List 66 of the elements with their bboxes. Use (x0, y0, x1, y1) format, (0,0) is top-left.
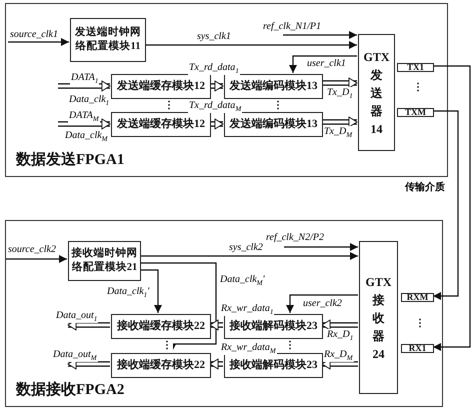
module-box: 发送端缓存模块12 (111, 112, 211, 137)
module-box: 发送端缓存模块12 (111, 74, 211, 99)
signal-label: Tx_D$_{M}$ (323, 126, 354, 140)
arrow (433, 65, 471, 351)
module-box: 接收端缓存模块22 (111, 353, 211, 378)
hollow-arrow (58, 118, 110, 130)
signal-label: Tx_rd_data$_{1}$ (188, 62, 240, 76)
arrow (283, 31, 357, 39)
port-box: TX1 (397, 63, 434, 72)
signal-label: ref_clk_N2/P2 (265, 232, 325, 244)
hollow-arrow (210, 320, 223, 330)
signal-label: Data_clk$_{1}$' (106, 286, 150, 300)
signal-label: Rx_wr_data$_{M}$ (220, 342, 277, 356)
signal-label: Tx_rd_data$_{M}$ (188, 100, 242, 114)
hollow-arrow (68, 358, 110, 370)
signal-label: ref_clk_N1/P1 (262, 21, 322, 32)
hollow-arrow (210, 118, 224, 130)
signal-label: Data_clk$_{M}$ (64, 130, 108, 144)
signal-label: Data_clk$_{1}$ (68, 94, 110, 108)
signal-label: Data_clk$_{M}$' (219, 274, 266, 288)
module-box: 发送端编码模块13 (224, 74, 323, 99)
signal-label: DATA$_{M}$ (68, 110, 100, 124)
port-box: TXM (397, 108, 434, 117)
arrow (289, 55, 357, 73)
module-box: 发送端编码模块13 (224, 112, 323, 137)
arrow (8, 38, 69, 46)
module-box: 接收端解码模块23 (224, 314, 323, 339)
arrow (145, 41, 357, 49)
hollow-arrow (322, 78, 358, 88)
arrow (6, 255, 67, 263)
signal-label: Data_out$_{1}$ (55, 310, 98, 324)
port-box: RX1 (401, 344, 434, 353)
hollow-arrow (322, 358, 358, 370)
signal-label: source_clk2 (7, 244, 57, 256)
arrow (140, 269, 162, 313)
module-box: 接收端缓存模块22 (111, 314, 211, 339)
signal-label: Rx_wr_data$_{1}$ (220, 303, 274, 316)
signal-label: Rx_D$_{1}$ (326, 329, 354, 342)
hollow-arrow (210, 358, 223, 370)
arrow (433, 110, 459, 300)
port-box: RXM (401, 293, 434, 302)
hollow-arrow (58, 80, 110, 92)
transceiver-box: GTX发送器14 (358, 34, 395, 151)
module-box: 接收端解码模块23 (224, 353, 323, 378)
signal-label: Tx_D$_{1}$ (326, 87, 354, 100)
signal-label: Data_out$_{M}$ (52, 349, 98, 362)
signal-label: user_clk1 (306, 58, 347, 70)
arrow (286, 294, 358, 313)
hollow-arrow (210, 80, 224, 92)
arrow (284, 243, 358, 251)
module-box: 发送端时钟网络配置模块11 (70, 18, 146, 62)
module-box: 接收端时钟网络配置模块21 (68, 241, 141, 281)
signal-label: sys_clk1 (196, 31, 232, 42)
signal-label: sys_clk2 (228, 242, 264, 254)
hollow-arrow (322, 116, 358, 128)
signal-label: user_clk2 (302, 298, 343, 310)
transceiver-box: GTX接收器24 (359, 241, 398, 394)
hollow-arrow (322, 320, 358, 330)
signal-label: DATA$_{1}$ (70, 72, 100, 86)
signal-label: Rx_D$_{M}$ (323, 349, 354, 362)
panel-title: 数据接收FPGA2 (16, 380, 124, 400)
panel-title: 数据发送FPGA1 (16, 150, 124, 170)
hollow-arrow (68, 320, 110, 330)
medium-label: 传输介质 (404, 182, 446, 194)
signal-label: source_clk1 (9, 29, 59, 40)
arrow (140, 252, 358, 260)
